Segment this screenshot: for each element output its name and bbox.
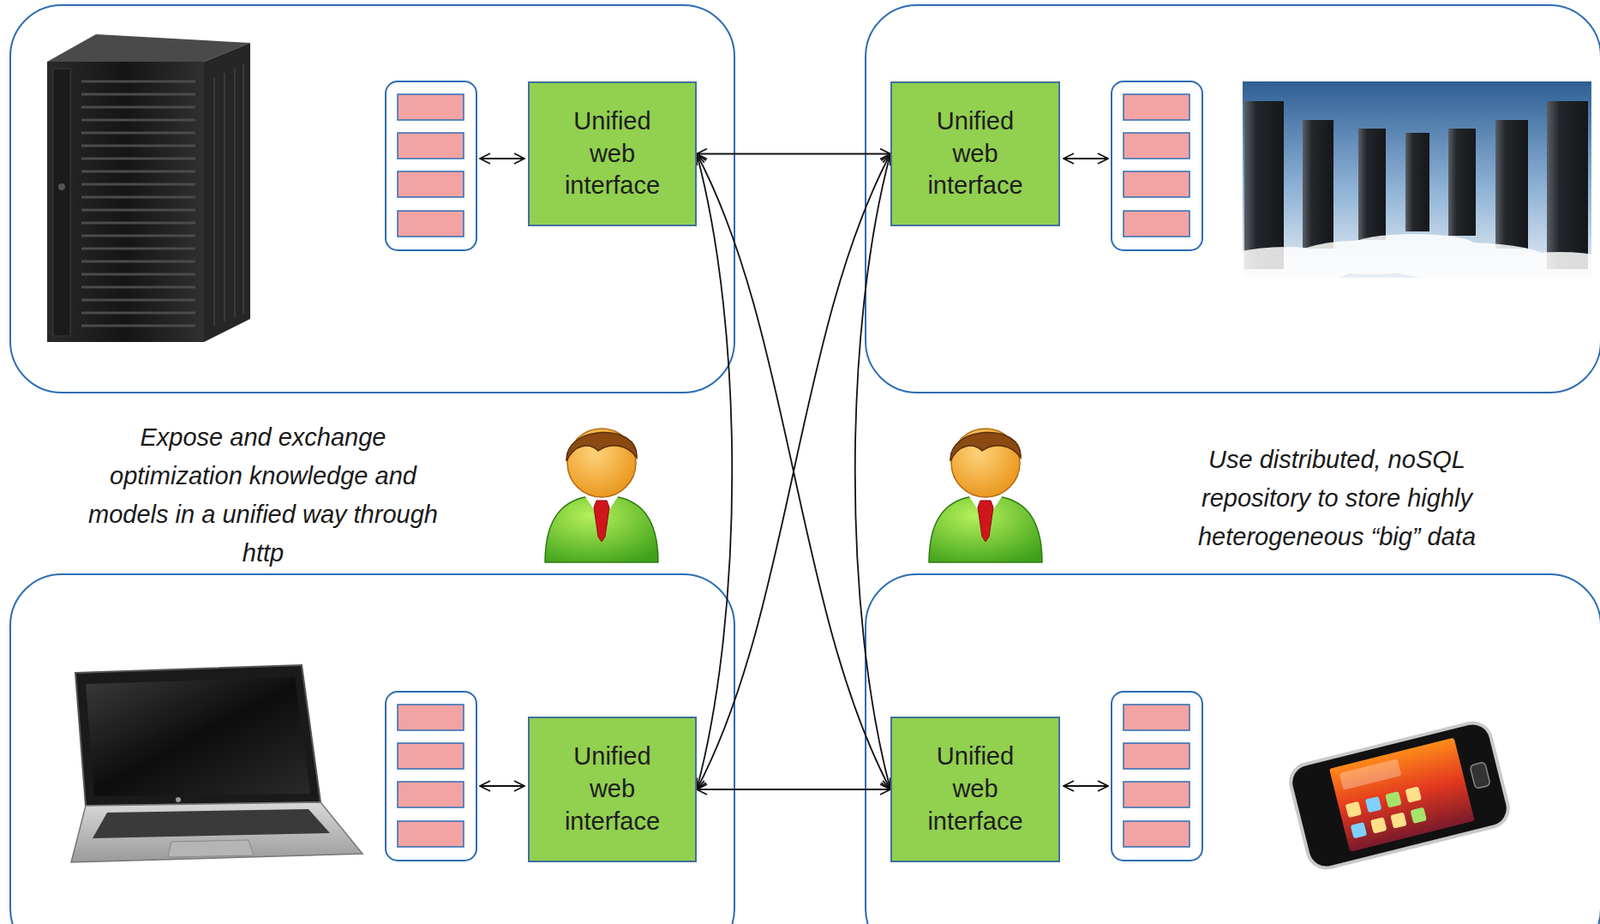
server-tower: [81, 170, 196, 174]
server-tower: [81, 324, 196, 328]
server-tower: [223, 72, 226, 322]
smartphone: [1345, 801, 1362, 818]
smartphone: [1339, 758, 1403, 790]
web-interface-box: Unified web interface: [890, 716, 1061, 863]
smartphone: [1365, 796, 1382, 813]
panels: [10, 5, 1600, 924]
cloud-servers: [1244, 101, 1284, 270]
stack-arrows: [1063, 785, 1109, 787]
person-icons: [545, 428, 659, 563]
smartphone: [1469, 761, 1491, 790]
cloud-servers: [1358, 128, 1386, 240]
cloud-servers: [1216, 81, 1600, 285]
http-connector: [855, 154, 891, 791]
server-tower: [81, 80, 196, 84]
box-label: Unified web interface: [557, 105, 669, 203]
server-tower: [213, 77, 216, 326]
smartphone: [1287, 719, 1513, 872]
server-tower: [81, 144, 196, 148]
smartphone: [1390, 811, 1407, 828]
server-tower: [53, 68, 71, 336]
server-tower: [81, 183, 196, 186]
panels: [865, 574, 1600, 924]
laptop: [71, 665, 363, 863]
smartphone: [1329, 737, 1475, 852]
laptop: [75, 665, 321, 806]
stack-arrows: [479, 158, 1109, 786]
server-tower: [81, 131, 196, 135]
server-tower: [81, 273, 196, 276]
server-tower: [81, 221, 196, 225]
smartphone: [1345, 785, 1427, 839]
http-connector: [696, 788, 891, 791]
panels: [10, 5, 735, 393]
stack-arrows: [479, 785, 525, 787]
server-tower: [58, 183, 66, 191]
server-tower: [47, 34, 251, 342]
server-tower: [81, 196, 196, 199]
laptop: [92, 808, 330, 839]
person-icons: [545, 428, 1043, 563]
laptop: [71, 802, 363, 863]
smartphone: [1405, 785, 1422, 803]
cloud-servers: [1499, 251, 1600, 283]
data-stacks: [385, 691, 477, 861]
server-tower: [81, 157, 196, 161]
data-stacks: [385, 81, 477, 251]
web-interface-box: Unified web interface: [890, 81, 1061, 227]
stack-arrows: [1063, 157, 1109, 160]
http-connector: [696, 154, 732, 791]
laptop: [175, 797, 181, 803]
server-tower: [242, 64, 245, 314]
box-label: Unified web interface: [557, 740, 669, 838]
data-stacks: [385, 81, 1203, 861]
panels: [10, 574, 735, 924]
cloud-servers: [1302, 119, 1334, 249]
http-connector: [696, 153, 891, 156]
stack-arrows: [479, 157, 525, 160]
laptop: [85, 677, 311, 797]
server-tower: [81, 311, 196, 315]
server-tower: [81, 299, 196, 302]
server-tower: [81, 209, 196, 212]
smartphone: [1410, 807, 1427, 824]
server-tower: [214, 64, 244, 326]
cloud-servers: [1354, 233, 1475, 255]
server-tower: [81, 234, 196, 238]
server-tower: [81, 81, 196, 326]
server-tower: [47, 61, 204, 342]
server-tower: [81, 286, 196, 289]
smartphone: [1370, 816, 1387, 833]
box-label: Unified web interface: [919, 740, 1031, 838]
data-stacks: [1111, 81, 1203, 251]
web-interface-box: Unified web interface: [527, 716, 697, 863]
laptop: [167, 839, 254, 857]
person-icons: [928, 428, 1043, 563]
panels: [865, 5, 1600, 393]
cloud-servers: [1495, 119, 1529, 249]
smartphone: [1287, 719, 1513, 872]
server-tower: [233, 68, 236, 318]
cloud-servers: [1546, 101, 1589, 270]
web-interface-box: Unified web interface: [527, 81, 697, 227]
box-label: Unified web interface: [919, 105, 1031, 203]
smartphone: [1384, 791, 1402, 808]
http-connector: [696, 154, 891, 791]
server-tower: [203, 42, 251, 342]
cloud-servers: [1448, 128, 1476, 236]
cloud-servers: [1405, 132, 1430, 232]
cloud-servers: [1216, 233, 1600, 285]
http-connector: [696, 154, 891, 791]
smartphone: [1350, 821, 1367, 839]
server-tower: [81, 106, 196, 109]
server-tower: [81, 93, 196, 96]
italic-note: Use distributed, noSQL repository to sto…: [1156, 440, 1517, 557]
data-stacks: [1111, 691, 1203, 861]
server-tower: [81, 260, 196, 264]
italic-note: Expose and exchange optimization knowled…: [74, 418, 452, 573]
server-tower: [81, 247, 196, 251]
server-tower: [81, 119, 196, 122]
